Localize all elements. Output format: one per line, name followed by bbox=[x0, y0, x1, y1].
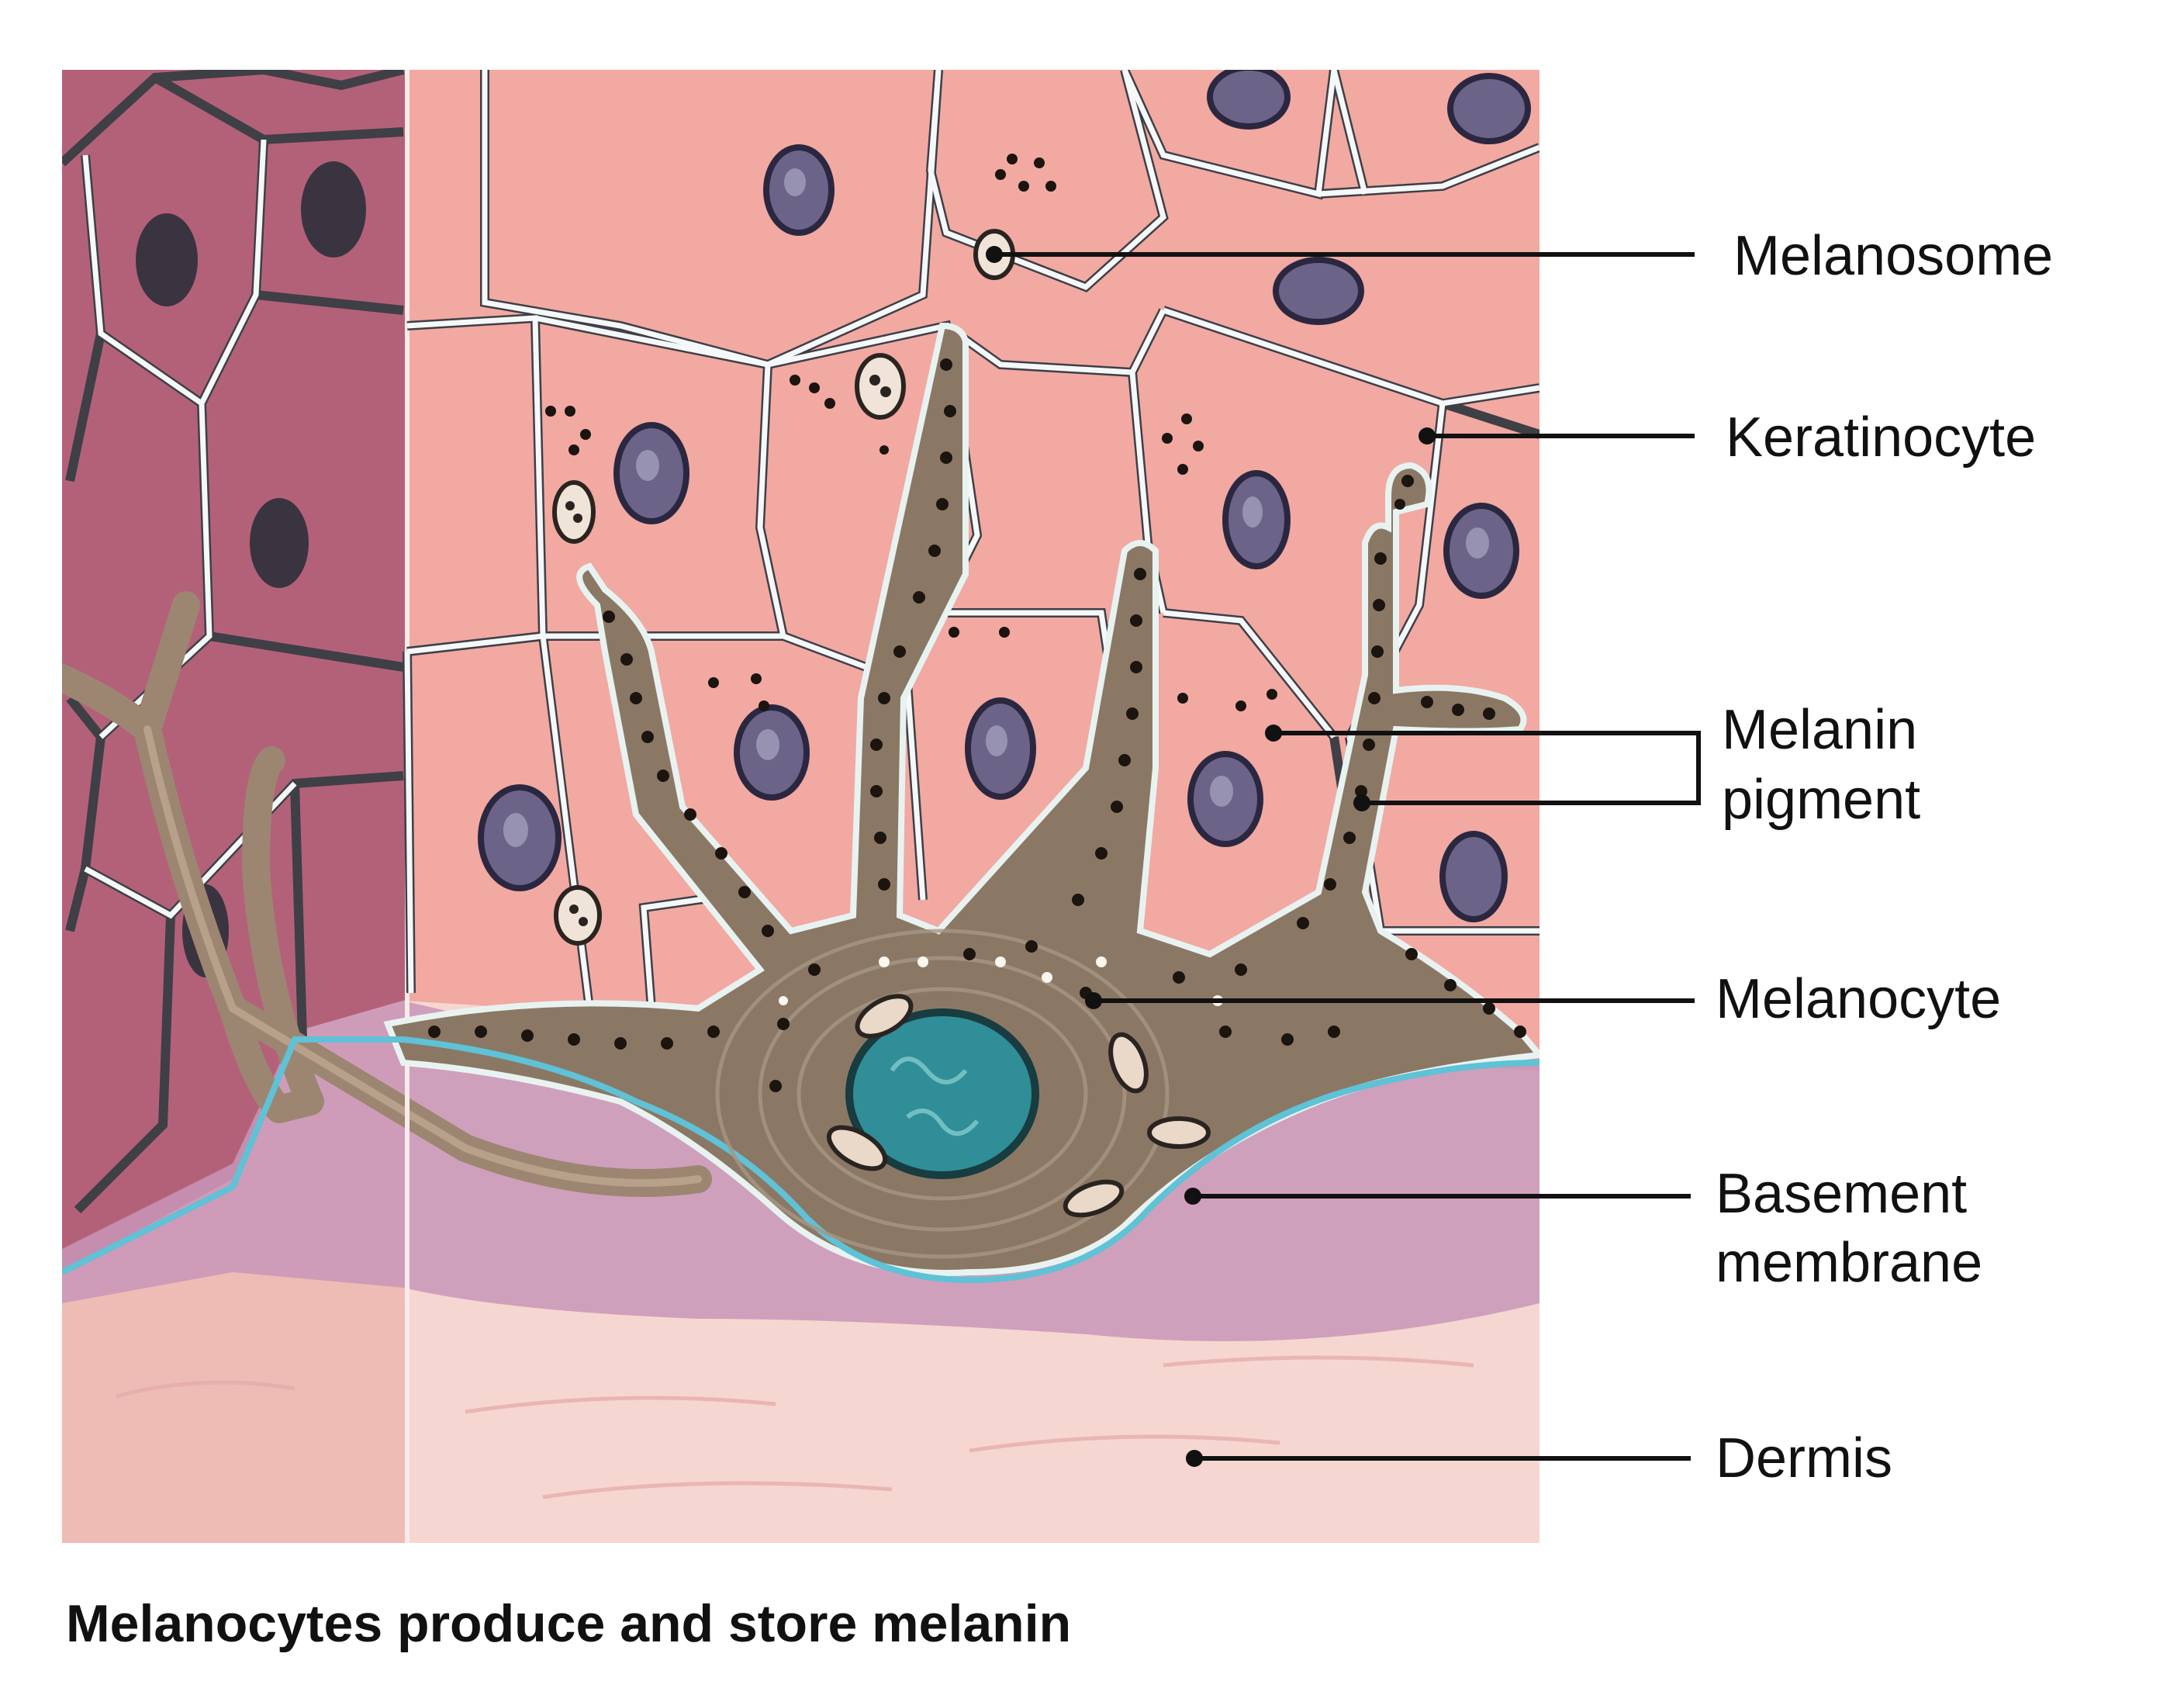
leader-lines bbox=[986, 246, 1701, 1467]
figure-caption: Melanocytes produce and store melanin bbox=[66, 1594, 1071, 1653]
melanocyte-nucleus bbox=[845, 1008, 1039, 1179]
keratinocyte-melanin-granules bbox=[545, 154, 1277, 738]
labels: Melanosome Keratinocyte Melanin pigment … bbox=[1716, 225, 2053, 1489]
side-face-cells bbox=[62, 70, 405, 1214]
melanin-bracket-leader bbox=[1273, 731, 1701, 805]
epidermis-block bbox=[62, 70, 1540, 1544]
label-melanin-line2: pigment bbox=[1722, 769, 1920, 831]
label-basement-line1: Basement bbox=[1716, 1163, 1967, 1225]
melanosome-vesicles bbox=[552, 229, 1015, 946]
basement-membrane-line bbox=[62, 1036, 1540, 1284]
label-melanocyte: Melanocyte bbox=[1716, 968, 2001, 1030]
label-melanosome: Melanosome bbox=[1733, 225, 2053, 287]
dermis-fibers bbox=[116, 1355, 1474, 1499]
mitochondria bbox=[826, 994, 1211, 1218]
side-face-nuclei bbox=[136, 161, 366, 977]
melanocyte-melanin-granules bbox=[428, 358, 1526, 1092]
label-melanin-line1: Melanin bbox=[1722, 699, 1917, 761]
label-basement-line2: membrane bbox=[1716, 1232, 1982, 1294]
melanocyte bbox=[62, 322, 1540, 1284]
label-keratinocyte: Keratinocyte bbox=[1726, 406, 2036, 469]
label-dermis: Dermis bbox=[1716, 1427, 1892, 1489]
